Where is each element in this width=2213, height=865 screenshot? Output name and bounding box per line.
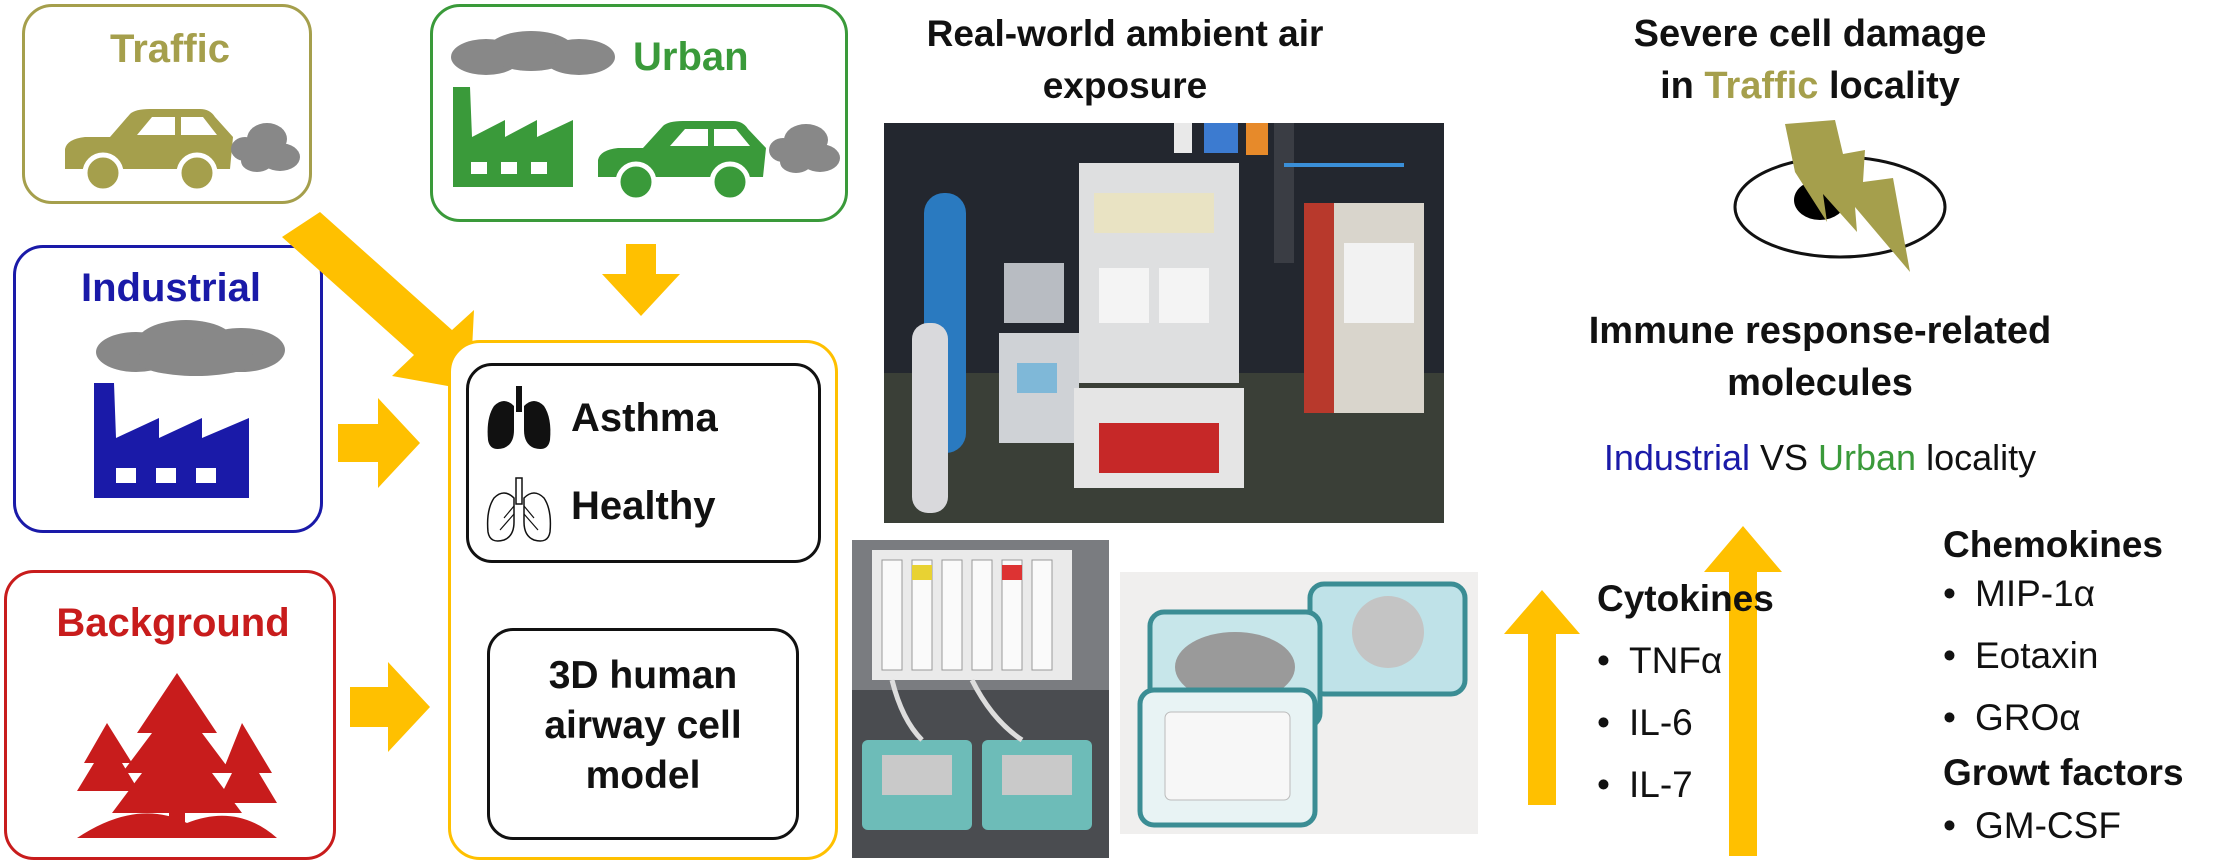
cell-model-label: 3D human airway cell model [544,654,742,797]
list-item: IL-7 [1597,754,1722,816]
list-item: Eotaxin [1943,625,2098,687]
smoke-cloud-icon [451,31,615,75]
immune-title: Immune response-related molecules [1588,310,2052,404]
asthma-label: Asthma [571,396,718,440]
immune-comparison: Industrial VS Urban locality [1603,437,2037,478]
background-source-box: Background [4,570,336,860]
damage-highlight: Traffic [1704,65,1819,107]
factory-icon [94,383,249,498]
cell-damage-icon [1733,120,1947,272]
damage-text: Severe cell damage in Traffic locality [1600,8,2020,112]
growth-factors-list: GM-CSF [1943,795,2121,857]
urban-label: Urban [633,35,749,79]
chemokines-up-arrow [1704,526,1782,856]
exposure-module-photo [1120,572,1478,834]
arrow-right [350,662,430,752]
list-item: MIP-1α [1943,563,2098,625]
arrow-diagonal [282,212,474,390]
cell-model-container: Asthma Healthy 3D human airway cell mode… [448,340,838,860]
chemokines-title: Chemokines [1943,524,2164,565]
traffic-source-box: Traffic [22,4,312,204]
disease-state-box: Asthma Healthy [466,363,821,563]
urban-source-box: Urban [430,4,848,222]
healthy-lungs-icon [486,477,552,542]
smoke-cloud-icon [96,320,285,376]
industrial-source-box: Industrial [13,245,323,533]
factory-icon [453,87,573,187]
arrow-right [338,398,420,488]
arrow-down [602,244,680,316]
traffic-label: Traffic [109,27,231,71]
damage-line-1: Severe cell damage [1633,13,1987,55]
airway-model-box: 3D human airway cell model [487,628,799,840]
asthma-lungs-icon [487,386,551,449]
industrial-label: Industrial [80,266,262,310]
arrows-layer [282,212,680,752]
list-item: TNFα [1597,630,1722,692]
cytokines-title: Cytokines [1597,578,1774,619]
cytokines-up-arrow [1504,590,1580,805]
car-exhaust-icon [65,109,300,194]
industrial-highlight: Industrial [1603,437,1750,478]
trees-icon [77,673,277,838]
exposure-equipment-photo [884,123,1444,523]
exposure-title: Real-world ambient air exposure [926,13,1324,106]
healthy-label: Healthy [571,484,716,528]
background-label: Background [56,601,290,645]
chemokines-list: MIP-1α Eotaxin GROα [1943,563,2098,749]
damage-line-2: in Traffic locality [1660,65,1960,107]
list-item: GROα [1943,687,2098,749]
urban-highlight: Urban [1818,437,1917,478]
list-item: GM-CSF [1943,795,2121,857]
list-item: IL-6 [1597,692,1722,754]
growth-factors-title: Growt factors [1943,752,2184,793]
car-exhaust-icon [598,121,840,203]
flowmeter-photo [852,540,1109,858]
cytokines-list: TNFα IL-6 IL-7 [1597,630,1722,816]
